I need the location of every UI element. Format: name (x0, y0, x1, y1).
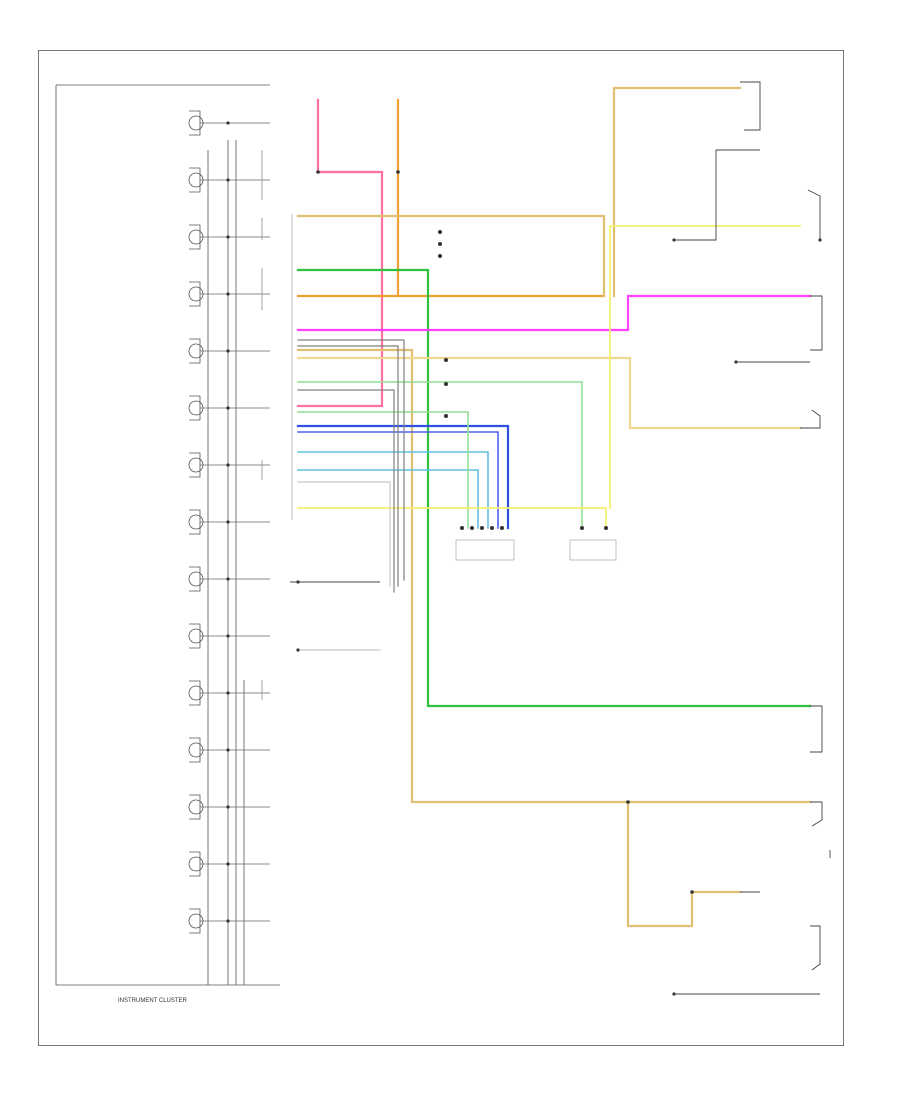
gauge-bracket (189, 395, 201, 421)
wire-cyan (297, 451, 489, 529)
diagram-caption: INSTRUMENT CLUSTER (118, 998, 187, 1004)
gauge-splice (226, 691, 230, 695)
connector-labels (455, 539, 617, 561)
gauge-splice (226, 805, 230, 809)
wire-pink (296, 98, 384, 408)
wire-tan-long (296, 348, 812, 928)
switch-4 (810, 925, 821, 971)
wire-light-green (297, 381, 583, 529)
gauge-bracket (189, 167, 201, 193)
switch-3 (810, 801, 831, 858)
gauge-bracket (189, 224, 201, 250)
label-box-1 (455, 539, 515, 561)
gauge-symbol (188, 281, 270, 307)
switch-1 (807, 189, 821, 240)
switch-2 (800, 409, 821, 429)
wire-blue-1 (296, 424, 510, 530)
gauge-bracket (189, 281, 201, 307)
gauge-splice (226, 577, 230, 581)
gauge-bracket (189, 680, 201, 706)
fuel-sender (810, 295, 823, 351)
gauge-splice (226, 406, 230, 410)
gauge-bracket (189, 794, 201, 820)
gauge-symbol (188, 395, 270, 421)
wire-magenta (296, 294, 812, 332)
instrument-cluster (55, 84, 280, 986)
gauge-splice (226, 178, 230, 182)
gauge-splice (226, 349, 230, 353)
wire-blue-2 (297, 431, 499, 529)
gauge-symbol (188, 680, 270, 706)
wire-yellow (297, 225, 801, 529)
gauge-splice (226, 463, 230, 467)
gauge-symbol (188, 452, 270, 478)
gauge-symbol (188, 338, 270, 364)
gauge-symbol (188, 167, 270, 193)
gauge-splice (226, 862, 230, 866)
gauge-splice (226, 121, 230, 125)
gauge-symbol (188, 851, 270, 877)
switch-wire-1 (674, 149, 760, 241)
cluster-outline (55, 85, 280, 986)
gauge-bracket (189, 452, 201, 478)
diagram-frame (38, 50, 844, 1046)
gauge-symbol (188, 908, 270, 934)
gauge-splice (226, 919, 230, 923)
gauge-splice (226, 292, 230, 296)
wire-gray-light (297, 481, 391, 651)
wire-orange (296, 98, 606, 298)
gauge-symbol (188, 566, 270, 592)
wire-gray (297, 339, 405, 593)
gauge-bracket (189, 566, 201, 592)
wire-tan-top (296, 86, 742, 298)
gauge-symbol (188, 110, 270, 136)
label-box-2 (569, 539, 617, 561)
gauge-bracket (189, 737, 201, 763)
gauge-symbol (188, 794, 270, 820)
gauge-symbol (188, 737, 270, 763)
gauge-bracket (189, 623, 201, 649)
gauge-list (188, 110, 270, 934)
gauge-bracket (189, 338, 201, 364)
wire-tan-right (296, 356, 802, 430)
gauge-splice (226, 520, 230, 524)
module-box (810, 705, 823, 753)
gauge-bracket (189, 851, 201, 877)
gauge-splice (226, 748, 230, 752)
gauge-symbol (188, 224, 270, 250)
gauge-bracket (189, 908, 201, 934)
sensor-top (740, 81, 761, 131)
gauge-bracket (189, 110, 201, 136)
wire-green (296, 268, 812, 708)
gauge-splice (226, 235, 230, 239)
gauge-symbol (188, 509, 270, 535)
terminals (296, 170, 822, 996)
gauge-splice (226, 634, 230, 638)
right-components (261, 81, 831, 995)
gauge-bracket (189, 509, 201, 535)
gauge-symbol (188, 623, 270, 649)
